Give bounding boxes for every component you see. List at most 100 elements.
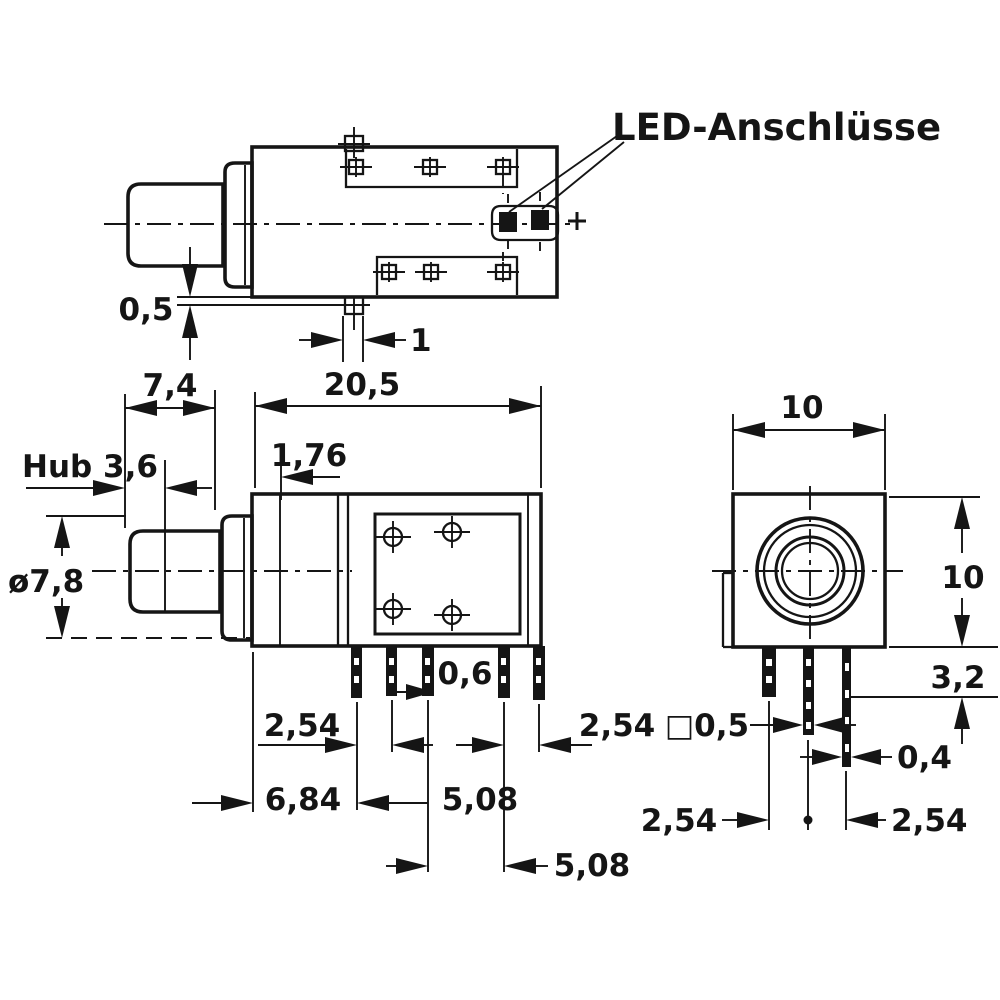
dim-text: 2,54 [579,708,656,744]
dim-side-stroke: Hub 3,6 [22,449,212,496]
dim-side-collar-depth: 7,4 [124,368,216,528]
dim-front-pin-thickness: 0,4 [800,740,952,776]
arrowhead [539,737,571,753]
arrowhead [125,400,157,416]
pin [762,647,776,697]
dim-text: Hub 3,6 [22,449,158,485]
dim-text: ø7,8 [8,564,84,600]
button-shaft [128,529,222,614]
dim-text: 3,2 [931,660,986,696]
leader-line [541,141,625,210]
pin-slot [845,717,849,725]
dim-top-pin-width: 1 [299,316,432,362]
dim-text: 0,4 [897,740,952,776]
arrowhead [311,332,343,348]
side-view: 7,4 20,5 Hub 3,6 1,76 [8,367,655,884]
arrowhead [281,469,313,485]
collar [223,161,254,289]
arrowhead [504,858,536,874]
arrowhead [182,305,198,338]
dim-text: 7,4 [143,368,198,404]
pin-slot [845,744,849,752]
front-view: 10 10 3,2 [641,390,998,839]
dim-side-panel-offset: 1,76 [271,438,348,500]
pin [422,646,434,696]
dim-text: 1 [410,323,432,359]
arrowhead [733,422,765,438]
pin-slot [425,658,430,665]
dim-text: 2,54 [264,708,341,744]
dim-text: 0,5 [119,292,174,328]
led-annotation: LED-Anschlüsse [508,106,941,213]
pin-slot [425,676,430,683]
pin-slot [806,659,811,666]
pin-slot [845,663,849,671]
arrowhead [851,749,881,765]
arrowhead [509,398,541,414]
arrowhead [54,606,70,638]
pin-slot [766,659,772,666]
arrowhead [93,480,125,496]
dim-side-lower-rows: 2,54 2,54 6,84 5,08 5,08 [192,652,655,884]
pin [498,646,510,698]
arrowhead [846,812,878,828]
arrowhead [396,858,428,874]
pin [386,646,397,696]
button-shaft [126,182,225,268]
arrowhead [325,737,357,753]
pin-slot [354,676,359,683]
dim-front-pin-protrusion: 3,2 [850,660,998,744]
dim-text: 20,5 [324,367,401,403]
dim-text: 10 [941,560,984,596]
upper-channel [344,149,519,189]
pin [803,647,814,735]
pin-slot [766,676,772,683]
side-pins [351,646,545,700]
polarity-plus-icon [568,212,586,230]
arrowhead [814,717,844,733]
arrowhead [165,480,197,496]
pin-slot [389,676,394,683]
pin-slot [536,676,541,683]
pin-slot [389,658,394,665]
plate-terminals [375,516,470,631]
center-tick [803,815,813,825]
arrowhead [472,737,504,753]
pin-slot [806,722,811,729]
dim-text: 5,08 [554,848,631,884]
pin-slot [806,702,811,709]
lower-channel [375,255,519,295]
led-terminal [499,212,517,232]
dim-side-shaft-dia: ø7,8 [8,515,250,639]
pin [351,646,362,698]
dim-text: 1,76 [271,438,348,474]
arrowhead [737,812,769,828]
arrowhead [183,400,215,416]
dim-text: 0,6 [438,656,493,692]
pin-slot [845,690,849,698]
pin-slot [501,676,506,683]
arrowhead [812,749,842,765]
dim-text: 2,54 [641,803,718,839]
arrowhead [773,717,803,733]
lower-pins [373,262,519,282]
leader-line [508,135,618,213]
led-terminal-block [490,177,560,262]
dim-front-height: 10 [889,496,998,648]
dim-side-body-length: 20,5 [254,367,542,488]
pin-slot [354,658,359,665]
arrowhead [182,264,198,297]
arrowhead [954,615,970,647]
dim-top-offset: 0,5 [119,247,344,360]
body-outline [250,492,543,648]
collar [220,514,254,642]
pin [533,646,545,700]
arrowhead [54,516,70,548]
pin-slot [536,658,541,665]
arrowhead [255,398,287,414]
arrowhead [853,422,885,438]
dim-side-pin-thickness: 0,6 [388,656,492,700]
led-terminal [531,210,549,230]
arrowhead [954,697,970,729]
